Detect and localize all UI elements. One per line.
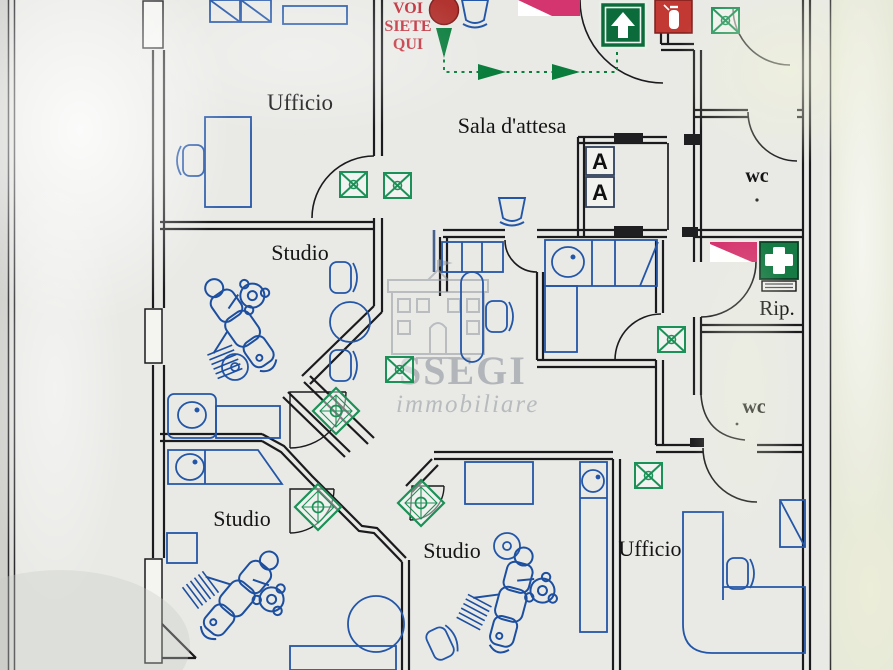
label-studio-center: Studio [271,240,328,265]
you-are-here-line3: QUI [393,36,423,53]
sink-counter [167,449,284,485]
label-studio-bl: Studio [213,506,270,531]
sink-counter [544,239,659,353]
watermark-brand: SSEGI [399,348,527,393]
up-arrow-icon [611,12,635,38]
tall-cabinet [579,461,608,633]
desk [215,405,281,439]
fire-extinguisher-sign [654,0,693,34]
cross-icon [765,254,793,266]
lounge-bed [460,271,484,363]
label-wc-top: wc [745,165,768,187]
watermark-building-logo [387,259,489,359]
l-desk [682,511,806,654]
round-table [329,301,371,343]
closet-a-block [585,146,615,208]
closet-letters: A A [592,149,608,205]
ceiling-light-icon [385,356,414,383]
watermark-tagline: immobiliare [396,391,539,418]
ceiling-light-icon [657,326,686,353]
safety-flag [710,242,757,262]
side-table [166,532,198,564]
you-are-here-line1: VOI [393,0,423,17]
safety-flag [518,0,580,16]
ceiling-light-icon [339,171,368,198]
label-ufficio-bottom: Ufficio [618,536,681,561]
label-ufficio-top: Ufficio [267,90,333,115]
you-are-here-marker [428,0,460,26]
round-table [347,595,405,653]
first-aid-sign [759,241,799,292]
ceiling-light-icon [383,172,412,199]
closet-letter-a2: A [592,180,608,205]
desk [289,645,397,670]
ceiling-light-icon [634,462,663,489]
bed-counter [464,461,534,505]
watermark: SSEGI immobiliare [387,259,539,418]
label-wc-middle: wc [742,396,765,418]
label-sala-attesa: Sala d'attesa [458,113,567,138]
emergency-exit-sign [598,0,648,50]
ceiling-light-icon [711,7,740,34]
you-are-here-line2: SIETE [384,18,431,35]
label-rip: Rip. [759,296,795,320]
label-studio-bc: Studio [423,538,480,563]
extinguisher-icon [669,10,679,29]
closet-letter-a1: A [592,149,608,174]
stool [493,532,521,560]
